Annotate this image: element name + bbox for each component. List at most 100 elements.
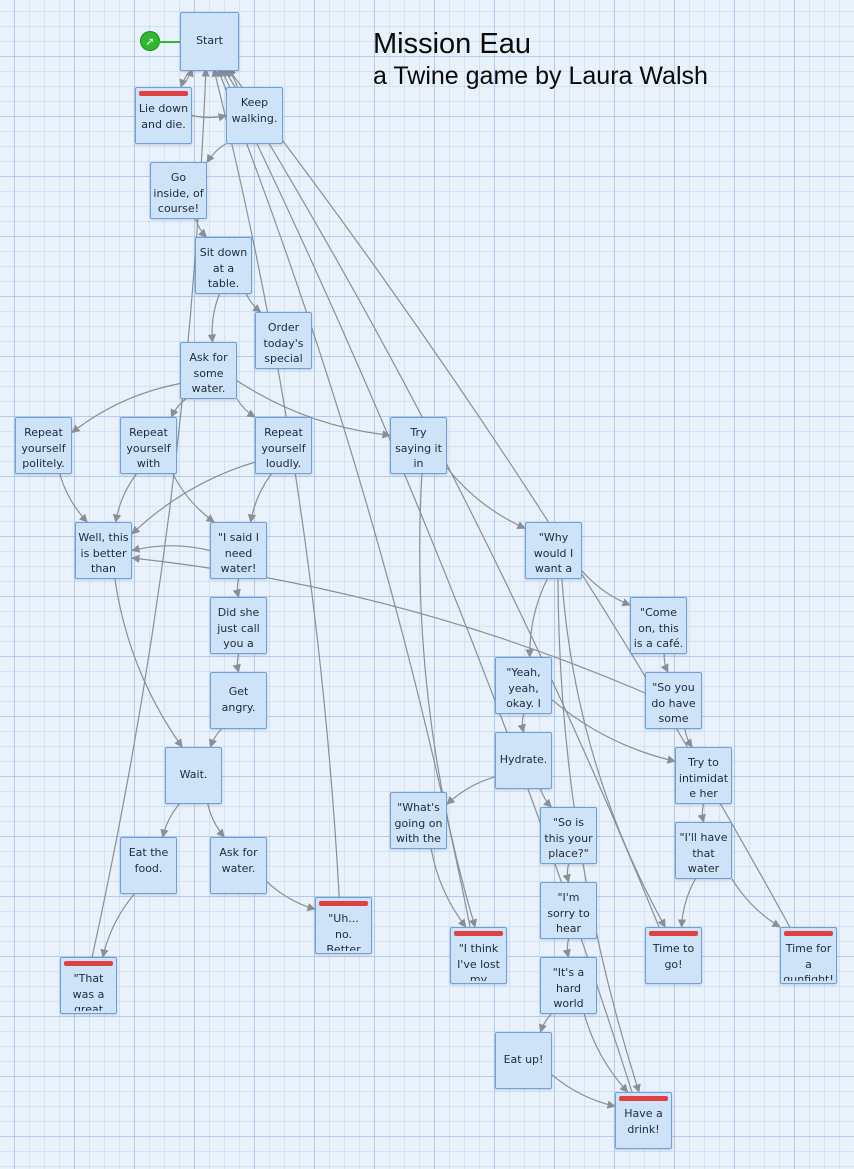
tag-bar [64,961,113,966]
link-why-golden-to-yeah-okay [525,578,548,658]
passage-hard-world[interactable]: "It's a hard world out there." [540,957,597,1014]
passage-ask-for-water[interactable]: Ask for water. [210,837,267,894]
start-marker-line [158,41,180,43]
passage-time-to-go[interactable]: Time to go! [645,927,702,984]
passage-label: Eat up! [503,1052,544,1066]
link-badger-to-get-angry [232,653,241,673]
passage-lost-my[interactable]: "I think I've lost my [450,927,507,984]
passage-label: "I'm sorry to hear that. What was he [547,891,590,935]
passage-label: Well, this is better than nothing. [78,531,129,575]
passage-gunfight[interactable]: Time for a gunfight! [780,927,837,984]
link-im-sorry-to-hard-world [562,938,571,958]
passage-repeat-loudly[interactable]: Repeat yourself loudly. More [255,417,312,474]
passage-great-meal[interactable]: "That was a great meal. [60,957,117,1014]
passage-badger[interactable]: Did she just call you a badger? [210,597,267,654]
passage-order-special[interactable]: Order today's special (looks like [255,312,312,369]
passage-eat-food[interactable]: Eat the food. [120,837,177,894]
passage-have-drink[interactable]: Have a drink! [615,1092,672,1149]
passage-label: Lie down and die. [138,102,189,131]
link-ill-have-to-gunfight [731,878,781,928]
passage-label: "It's a hard world out there." [552,966,585,1010]
passage-sit-down[interactable]: Sit down at a table. [195,237,252,294]
link-lie-down-to-start [180,68,194,88]
link-hard-world-to-eat-up [538,1013,552,1033]
passage-label: Start [196,33,223,47]
rocket-icon[interactable]: ➚ [141,32,159,50]
link-yeah-okay-to-hydrate [517,713,526,733]
passage-get-angry[interactable]: Get angry. [210,672,267,729]
passage-label: Keep walking. [231,96,278,125]
passage-label: Try saying it in French. [395,426,442,470]
passage-start[interactable]: Start [180,12,239,71]
passage-yeah-okay[interactable]: "Yeah, yeah, okay. I get it. Water [495,657,552,714]
passage-repeat-urgency[interactable]: Repeat yourself with urgency [120,417,177,474]
tag-bar [784,931,833,936]
passage-label: Go inside, of course! [153,171,204,215]
passage-so-is-this[interactable]: "So is this your place?" [540,807,597,864]
passage-said-need-water[interactable]: "I said I need water! Not this [210,522,267,579]
link-hydrate-to-so-is-this [540,788,552,808]
link-said-need-water-to-badger [232,578,241,598]
link-sit-down-to-order-special [245,293,262,313]
link-lie-down-to-keep-walking [191,113,227,122]
passage-keep-walking[interactable]: Keep walking. [226,87,283,144]
passage-ill-have[interactable]: "I'll have that water now." [675,822,732,879]
passage-label: "I think I've lost my [457,942,500,981]
passage-label: "So you do have some water." [651,681,696,725]
link-ask-water-to-repeat-urgency [170,398,187,418]
passage-so-you-have[interactable]: "So you do have some water." [645,672,702,729]
passage-repeat-politely[interactable]: Repeat yourself politely. [15,417,72,474]
passage-uh-no[interactable]: "Uh... no. Better be going." [315,897,372,954]
passage-label: Did she just call you a badger? [217,606,260,650]
link-keep-walking-to-go-inside [206,143,227,164]
link-come-on-cafe-to-so-you-have [660,653,669,673]
link-ask-water-to-repeat-politely [71,382,181,434]
passage-label: Repeat yourself with urgency [126,426,171,470]
passage-intimidate[interactable]: Try to intimidate her into bringing [675,747,732,804]
passage-label: Eat the food. [128,846,169,875]
passage-hydrate[interactable]: Hydrate. [495,732,552,789]
link-ask-water-to-repeat-loudly [236,398,256,418]
passage-label: Try to intimidate her into bringing [678,756,729,800]
passage-ask-water[interactable]: Ask for some water. [180,342,237,399]
passage-label: "Why would I want a golden [533,531,574,575]
passage-wait[interactable]: Wait. [165,747,222,804]
link-yeah-okay-to-intimidate [551,699,676,764]
passage-label: "I said I need water! Not this [217,531,260,575]
tag-bar [649,931,698,936]
story-byline: a Twine game by Laura Walsh [373,62,708,90]
passage-go-inside[interactable]: Go inside, of course! [150,162,207,219]
link-start-to-lie-down [179,68,193,88]
passage-label: "That was a great meal. [72,972,105,1011]
link-wait-to-ask-for-water [207,803,225,838]
link-repeat-loudly-to-well-better [131,461,256,535]
link-why-golden-to-time-to-go [561,578,666,928]
passage-try-french[interactable]: Try saying it in French. [390,417,447,474]
link-whats-going-on-to-lost-my [430,848,467,928]
passage-well-better[interactable]: Well, this is better than nothing. [75,522,132,579]
passage-label: Repeat yourself politely. [21,426,66,470]
link-repeat-urgency-to-said-need-water [172,473,215,523]
passage-why-golden[interactable]: "Why would I want a golden [525,522,582,579]
passage-whats-going-on[interactable]: "What's going on with the water [390,792,447,849]
passage-label: Sit down at a table. [199,246,248,290]
link-wait-to-eat-food [160,803,180,838]
passage-im-sorry[interactable]: "I'm sorry to hear that. What was he [540,882,597,939]
link-get-angry-to-wait [208,728,222,748]
link-so-is-this-to-im-sorry [562,863,571,883]
passage-lie-down[interactable]: Lie down and die. [135,87,192,144]
link-eat-up-to-have-drink [551,1074,616,1109]
link-intimidate-to-ill-have [697,803,706,823]
link-so-you-have-to-intimidate [684,728,693,748]
passage-label: Time for a gunfight! [783,942,834,981]
link-uh-no-to-start [211,68,340,898]
passage-come-on-cafe[interactable]: "Come on, this is a café. You have [630,597,687,654]
passage-eat-up[interactable]: Eat up! [495,1032,552,1089]
tag-bar [319,901,368,906]
passage-label: "Uh... no. Better be going." [326,912,361,951]
link-ask-for-water-to-uh-no [266,881,316,912]
passage-label: Repeat yourself loudly. More [261,426,306,470]
link-well-better-to-wait [114,578,183,748]
link-try-french-to-lost-my [419,473,477,928]
passage-label: "So is this your place?" [544,816,593,860]
